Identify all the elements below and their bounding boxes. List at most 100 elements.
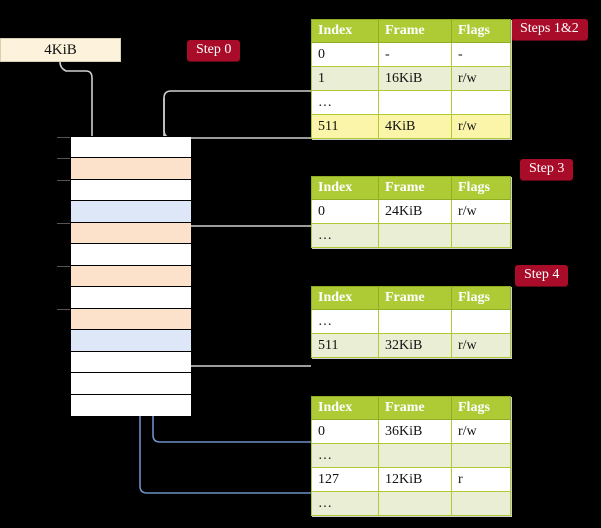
- cell-index-r2: 127: [311, 467, 379, 492]
- memory-frame-6-page-table: [57, 265, 191, 288]
- cell-flags-r1: [451, 223, 511, 248]
- cell-frame-r2: 12KiB: [378, 467, 452, 492]
- column-header-frame: Frame: [378, 286, 452, 310]
- table-row: …: [311, 309, 511, 334]
- cell-flags-r2: r: [451, 467, 511, 492]
- table-row: …: [311, 491, 511, 516]
- cell-index-r1: 1: [311, 66, 379, 91]
- column-header-frame: Frame: [378, 176, 452, 200]
- cell-index-r1: …: [311, 443, 379, 468]
- memory-frame-3-data: [71, 201, 191, 223]
- cell-frame-r1: 32KiB: [378, 333, 452, 358]
- column-header-index: Index: [311, 286, 379, 310]
- cell-flags-r1: [451, 443, 511, 468]
- badge-step-4-label: Step 4: [524, 267, 560, 282]
- cell-frame-r2: [378, 90, 452, 115]
- column-header-flags: Flags: [451, 286, 511, 310]
- table-row: …: [311, 90, 511, 115]
- cell-index-r1: …: [311, 223, 379, 248]
- cell-flags-r1: r/w: [451, 66, 511, 91]
- memory-tick-1: [57, 158, 70, 160]
- memory-tick-0: [57, 137, 70, 138]
- memory-frame-4-page-table: [57, 222, 191, 245]
- cell-index-r0: 0: [311, 199, 379, 224]
- column-header-index: Index: [311, 396, 379, 420]
- cell-index-r0: …: [311, 309, 379, 334]
- cell-frame-r3: [378, 491, 452, 516]
- memory-tick-6: [57, 265, 70, 267]
- badge-steps-1-2-label: Steps 1&2: [520, 21, 579, 36]
- memory-tick-2: [57, 179, 70, 181]
- badge-step-3: Step 3: [520, 159, 574, 181]
- column-header-frame: Frame: [378, 19, 452, 43]
- column-header-frame: Frame: [378, 396, 452, 420]
- cell-index-r3: 511: [311, 114, 379, 139]
- table-row: …: [311, 443, 511, 468]
- cell-flags-r3: [451, 491, 511, 516]
- cell-flags-r0: [451, 309, 511, 334]
- cell-frame-r3: 4KiB: [378, 114, 452, 139]
- cell-flags-r1: r/w: [451, 333, 511, 358]
- table-row: …: [311, 223, 511, 248]
- cell-index-r3: …: [311, 491, 379, 516]
- physical-memory-column: [57, 136, 191, 416]
- column-header-flags: Flags: [451, 396, 511, 420]
- cell-index-r1: 511: [311, 333, 379, 358]
- memory-frame-2-free: [57, 179, 191, 202]
- column-header-index: Index: [311, 19, 379, 43]
- cell-frame-r1: [378, 443, 452, 468]
- table-row: 0--: [311, 42, 511, 67]
- cell-flags-r0: r/w: [451, 419, 511, 444]
- memory-tick-4: [57, 222, 70, 224]
- wire-step3: [172, 225, 311, 299]
- badge-step-0: Step 0: [187, 40, 241, 62]
- column-header-flags: Flags: [451, 176, 511, 200]
- memory-frame-8-page-table: [57, 308, 191, 331]
- cell-frame-r0: [378, 309, 452, 334]
- cell-frame-r0: 24KiB: [378, 199, 452, 224]
- cell-flags-r3: r/w: [451, 114, 511, 139]
- memory-frame-7-free: [71, 287, 191, 309]
- badge-step-4: Step 4: [515, 265, 569, 287]
- column-header-index: Index: [311, 176, 379, 200]
- memory-frame-1-page-table: [57, 158, 191, 180]
- memory-frame-9-data: [71, 330, 191, 352]
- memory-frame-12-free: [71, 394, 191, 416]
- cell-frame-r0: 36KiB: [378, 419, 452, 444]
- badge-steps-1-2: Steps 1&2: [511, 19, 588, 41]
- cell-frame-r0: -: [378, 42, 452, 67]
- badge-step-3-label: Step 3: [529, 161, 565, 176]
- memory-tick-8: [57, 308, 70, 310]
- cell-frame-r1: 16KiB: [378, 66, 452, 91]
- cell-flags-r0: -: [451, 42, 511, 67]
- memory-frame-11-free: [71, 373, 191, 395]
- badge-step-0-label: Step 0: [196, 42, 232, 57]
- memory-frame-10-free: [71, 351, 191, 374]
- cell-index-r0: 0: [311, 419, 379, 444]
- wire-step4: [172, 316, 311, 367]
- cell-flags-r0: r/w: [451, 199, 511, 224]
- memory-frame-5-free: [71, 244, 191, 266]
- cell-frame-r1: [378, 223, 452, 248]
- cell-flags-r2: [451, 90, 511, 115]
- virtual-page-label: 4KiB: [44, 41, 77, 58]
- column-header-flags: Flags: [451, 19, 511, 43]
- virtual-page-box: 4KiB: [0, 38, 121, 62]
- cell-index-r2: …: [311, 90, 379, 115]
- cell-index-r0: 0: [311, 42, 379, 67]
